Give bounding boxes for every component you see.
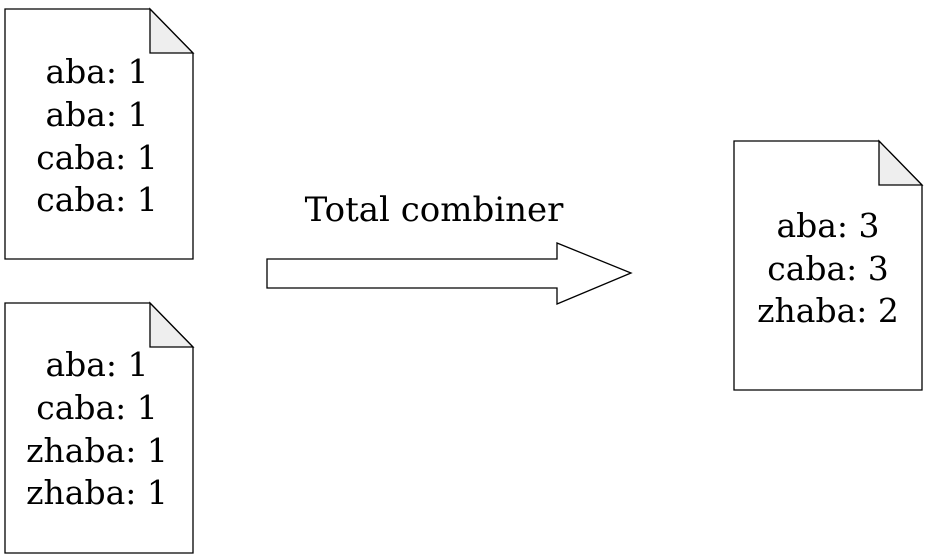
document-line: aba: 1 <box>45 95 148 134</box>
document-line: caba: 1 <box>36 388 158 427</box>
document-line: zhaba: 1 <box>26 431 168 470</box>
document-sheet <box>733 140 923 391</box>
document-sheet <box>4 302 194 554</box>
document-line: caba: 1 <box>36 138 158 177</box>
input-document-1: aba: 1 aba: 1 caba: 1 caba: 1 <box>4 7 195 260</box>
document-fold-corner <box>149 7 195 54</box>
document-line: caba: 1 <box>36 180 158 219</box>
combiner-arrow: Total combiner <box>266 190 633 305</box>
right-arrow-icon <box>266 242 633 305</box>
document-line: caba: 3 <box>767 249 889 288</box>
document-line: zhaba: 2 <box>757 291 899 330</box>
document-line: aba: 1 <box>45 52 148 91</box>
arrow-label: Total combiner <box>305 190 565 230</box>
document-line: zhaba: 1 <box>26 473 168 512</box>
document-sheet <box>4 8 194 260</box>
output-document: aba: 3 caba: 3 zhaba: 2 <box>733 139 924 391</box>
document-line: aba: 1 <box>45 345 148 384</box>
document-fold-corner <box>149 301 195 348</box>
document-fold-corner <box>878 139 924 186</box>
document-line: aba: 3 <box>776 206 879 245</box>
input-document-2: aba: 1 caba: 1 zhaba: 1 zhaba: 1 <box>4 301 195 554</box>
